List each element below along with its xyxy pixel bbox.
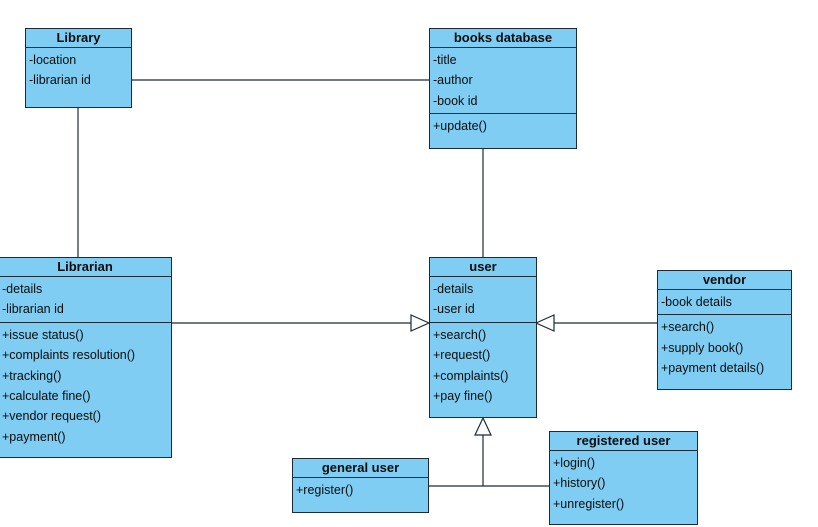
class-general-user[interactable]: general user +register() [292, 458, 429, 513]
operation: +register() [296, 483, 354, 497]
class-name: books database [430, 29, 576, 48]
attribute: -details [2, 282, 43, 296]
gen-subtypes-user-arrowhead [474, 416, 492, 436]
operation: +supply book() [661, 340, 744, 355]
operation: +vendor request() [2, 409, 102, 424]
class-user[interactable]: user -details -user id +search() +reques… [429, 257, 537, 418]
operation: +payment() [2, 429, 66, 444]
class-librarian[interactable]: Librarian -details -librarian id +issue … [0, 257, 172, 458]
operation: +unregister() [553, 496, 625, 511]
class-books-database[interactable]: books database -title -author -book id +… [429, 28, 577, 149]
operation: +complaints resolution() [2, 348, 136, 363]
class-name: Librarian [0, 258, 171, 277]
attributes-section: -book details [658, 290, 791, 314]
operations-section: +issue status() +complaints resolution()… [0, 321, 171, 449]
class-library[interactable]: Library -location -librarian id [25, 28, 132, 108]
operation: +calculate fine() [2, 389, 91, 404]
attribute: -book details [661, 295, 732, 309]
class-name: Library [26, 29, 131, 48]
attribute: -user id [433, 302, 475, 317]
operation: +payment details() [661, 361, 765, 376]
operations-section: +search() +request() +complaints() +pay … [430, 321, 536, 409]
attributes-section: -details -librarian id [0, 277, 171, 322]
operation: +search() [661, 320, 715, 335]
operation: +tracking() [2, 368, 62, 383]
attribute: -author [433, 73, 473, 88]
operation: +history() [553, 476, 606, 491]
attributes-section: -title -author -book id [430, 48, 576, 113]
attribute: -location [29, 53, 77, 67]
operation: +login() [553, 456, 596, 470]
operations-section: +search() +supply book() +payment detail… [658, 314, 791, 380]
attributes-section: -location -librarian id [26, 48, 131, 93]
operation: +request() [433, 348, 491, 363]
attribute: -librarian id [29, 73, 91, 88]
gen-librarian-user-arrowhead [410, 314, 431, 332]
operation: +search() [433, 327, 487, 342]
class-name: user [430, 258, 536, 277]
operations-section: +login() +history() +unregister() [550, 451, 697, 516]
attribute: -details [433, 282, 474, 296]
attribute: -title [433, 53, 457, 67]
operation: +issue status() [2, 327, 84, 342]
operations-section: +register() [293, 478, 428, 502]
operation: +pay fine() [433, 389, 493, 404]
attributes-section: -details -user id [430, 277, 536, 322]
attribute: -book id [433, 93, 478, 108]
gen-vendor-user-arrowhead [534, 314, 555, 332]
attribute: -librarian id [2, 302, 64, 317]
operation: +update() [433, 119, 487, 134]
class-registered-user[interactable]: registered user +login() +history() +unr… [549, 431, 698, 525]
operations-section: +update() [430, 113, 576, 138]
class-vendor[interactable]: vendor -book details +search() +supply b… [657, 270, 792, 390]
class-name: registered user [550, 432, 697, 451]
class-name: vendor [658, 271, 791, 290]
operation: +complaints() [433, 368, 509, 383]
class-name: general user [293, 459, 428, 478]
